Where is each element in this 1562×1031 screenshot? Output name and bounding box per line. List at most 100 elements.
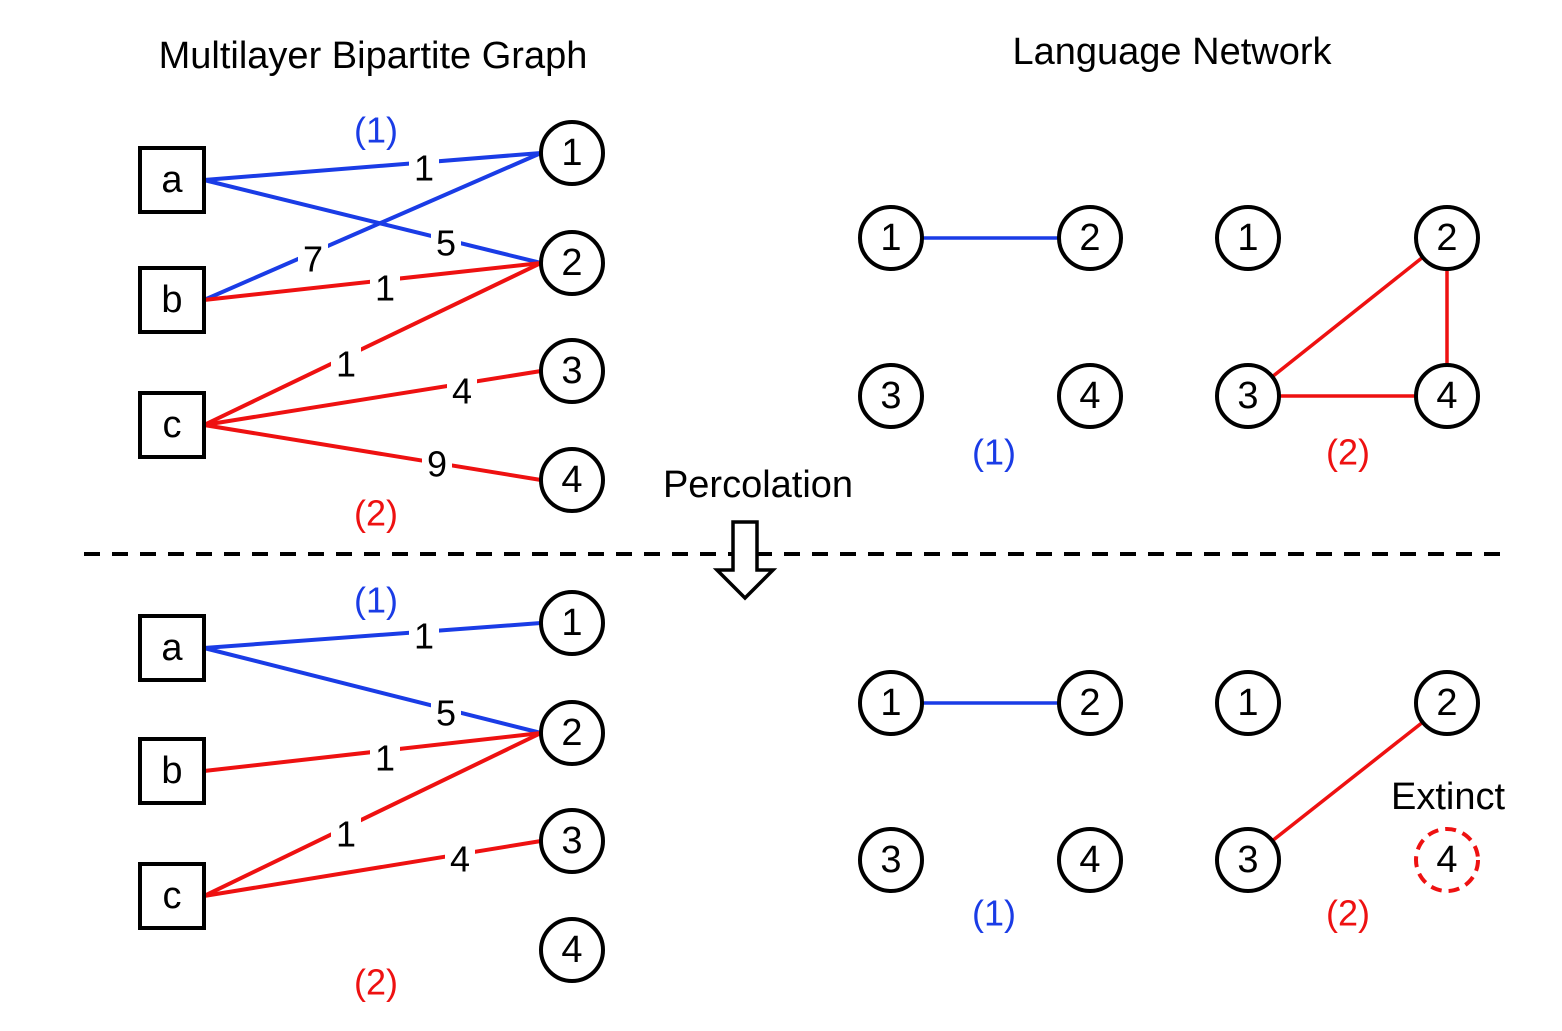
before-network-layer1-tag: (1) <box>972 432 1016 473</box>
before-network1-node-4 <box>1057 363 1123 429</box>
after-language-node-1 <box>539 590 605 656</box>
after-bipartite-edge-c-2 <box>203 731 542 898</box>
after-bipartite-edge-a-1 <box>203 621 542 650</box>
after-network2-label-3: 3 <box>1237 839 1258 881</box>
before-word-node-b <box>138 266 206 334</box>
before-network-layer2-tag: (2) <box>1326 432 1370 473</box>
before-network2-label-3: 3 <box>1237 375 1258 417</box>
before-weight-bg-a-1 <box>409 149 439 187</box>
left-title: Multilayer Bipartite Graph <box>159 35 588 77</box>
after-edge-weight-a-1: 1 <box>414 616 434 657</box>
after-language-label-1: 1 <box>561 602 582 644</box>
before-word-label-b: b <box>161 279 182 321</box>
before-bipartite-edge-b-1 <box>203 151 542 302</box>
right-title: Language Network <box>1013 31 1333 73</box>
after-weight-bg-c-2 <box>331 815 361 853</box>
after-language-node-4 <box>539 917 605 983</box>
extinct-label: Extinct <box>1391 776 1505 818</box>
after-bipartite-layer2-tag: (2) <box>354 962 398 1003</box>
percolation-label: Percolation <box>663 464 853 506</box>
down-arrow-icon <box>712 520 778 601</box>
after-edge-weight-b-2: 1 <box>375 738 395 779</box>
before-edge-weight-c-2: 1 <box>336 344 356 385</box>
before-edge-weight-c-4: 9 <box>427 444 447 485</box>
before-network1-label-4: 4 <box>1079 375 1100 417</box>
after-network2-edge-2-3 <box>1271 720 1424 843</box>
after-bipartite-edge-c-3 <box>203 839 542 898</box>
before-network2-label-1: 1 <box>1237 217 1258 259</box>
after-network2-node-3 <box>1215 827 1281 893</box>
after-network1-label-3: 3 <box>880 839 901 881</box>
after-edge-weight-a-2: 5 <box>436 693 456 734</box>
after-network2-label-4: 4 <box>1436 839 1457 881</box>
before-bipartite-edge-c-2 <box>203 261 542 427</box>
after-word-node-b <box>138 737 206 805</box>
after-network1-node-1 <box>858 670 924 736</box>
before-network2-label-2: 2 <box>1436 217 1457 259</box>
before-language-label-2: 2 <box>561 242 582 284</box>
before-word-node-a <box>138 146 206 214</box>
before-edge-weight-c-3: 4 <box>452 371 472 412</box>
after-network2-node-1 <box>1215 670 1281 736</box>
after-word-label-a: a <box>161 627 183 669</box>
before-language-node-1 <box>539 120 605 186</box>
before-bipartite-layer1-tag: (1) <box>354 110 398 151</box>
after-weight-bg-c-3 <box>445 840 475 878</box>
before-language-label-4: 4 <box>561 459 582 501</box>
before-network1-label-3: 3 <box>880 375 901 417</box>
after-network2-label-1: 1 <box>1237 682 1258 724</box>
after-language-label-2: 2 <box>561 712 582 754</box>
before-bipartite-edge-a-1 <box>203 151 542 182</box>
after-edge-weight-c-2: 1 <box>336 814 356 855</box>
before-language-node-3 <box>539 338 605 404</box>
after-language-label-4: 4 <box>561 929 582 971</box>
before-weight-bg-b-1 <box>298 240 328 278</box>
before-edge-weight-a-2: 5 <box>436 223 456 264</box>
after-network2-node-2 <box>1414 670 1480 736</box>
after-bipartite-layer1-tag: (1) <box>354 580 398 621</box>
after-weight-bg-b-2 <box>370 739 400 777</box>
before-language-label-1: 1 <box>561 132 582 174</box>
after-network2-extinct-node-4 <box>1414 827 1480 893</box>
before-bipartite-layer2-tag: (2) <box>354 493 398 534</box>
before-weight-bg-b-2 <box>370 269 400 307</box>
after-network1-node-2 <box>1057 670 1123 736</box>
before-network2-edge-2-3 <box>1271 255 1424 379</box>
after-network1-node-4 <box>1057 827 1123 893</box>
before-network2-node-4 <box>1414 363 1480 429</box>
after-network2-label-2: 2 <box>1436 682 1457 724</box>
before-edge-weight-b-1: 7 <box>303 239 323 280</box>
before-bipartite-edge-a-2 <box>203 178 542 265</box>
after-network1-label-4: 4 <box>1079 839 1100 881</box>
after-language-node-2 <box>539 700 605 766</box>
before-bipartite-edge-c-3 <box>203 369 542 427</box>
before-edge-weight-b-2: 1 <box>375 268 395 309</box>
before-network2-node-2 <box>1414 205 1480 271</box>
after-word-label-b: b <box>161 750 182 792</box>
after-language-label-3: 3 <box>561 820 582 862</box>
after-weight-bg-a-2 <box>431 694 461 732</box>
before-weight-bg-a-2 <box>431 224 461 262</box>
after-network1-label-2: 2 <box>1079 682 1100 724</box>
before-network1-node-2 <box>1057 205 1123 271</box>
after-language-node-3 <box>539 808 605 874</box>
before-bipartite-edge-c-4 <box>203 423 542 482</box>
before-word-node-c <box>138 391 206 459</box>
after-edge-weight-c-3: 4 <box>450 839 470 880</box>
before-word-label-a: a <box>161 159 183 201</box>
after-weight-bg-a-1 <box>409 617 439 655</box>
before-network1-label-1: 1 <box>880 217 901 259</box>
after-network1-node-3 <box>858 827 924 893</box>
before-weight-bg-c-4 <box>422 445 452 483</box>
after-network-layer1-tag: (1) <box>972 893 1016 934</box>
labels-layer: Multilayer Bipartite Graph Language Netw… <box>159 31 1506 1003</box>
before-network1-node-1 <box>858 205 924 271</box>
after-word-label-c: c <box>163 875 182 917</box>
before-language-node-4 <box>539 447 605 513</box>
after-word-node-c <box>138 862 206 930</box>
before-network2-node-3 <box>1215 363 1281 429</box>
after-word-node-a <box>138 614 206 682</box>
after-bipartite-edge-a-2 <box>203 646 542 735</box>
